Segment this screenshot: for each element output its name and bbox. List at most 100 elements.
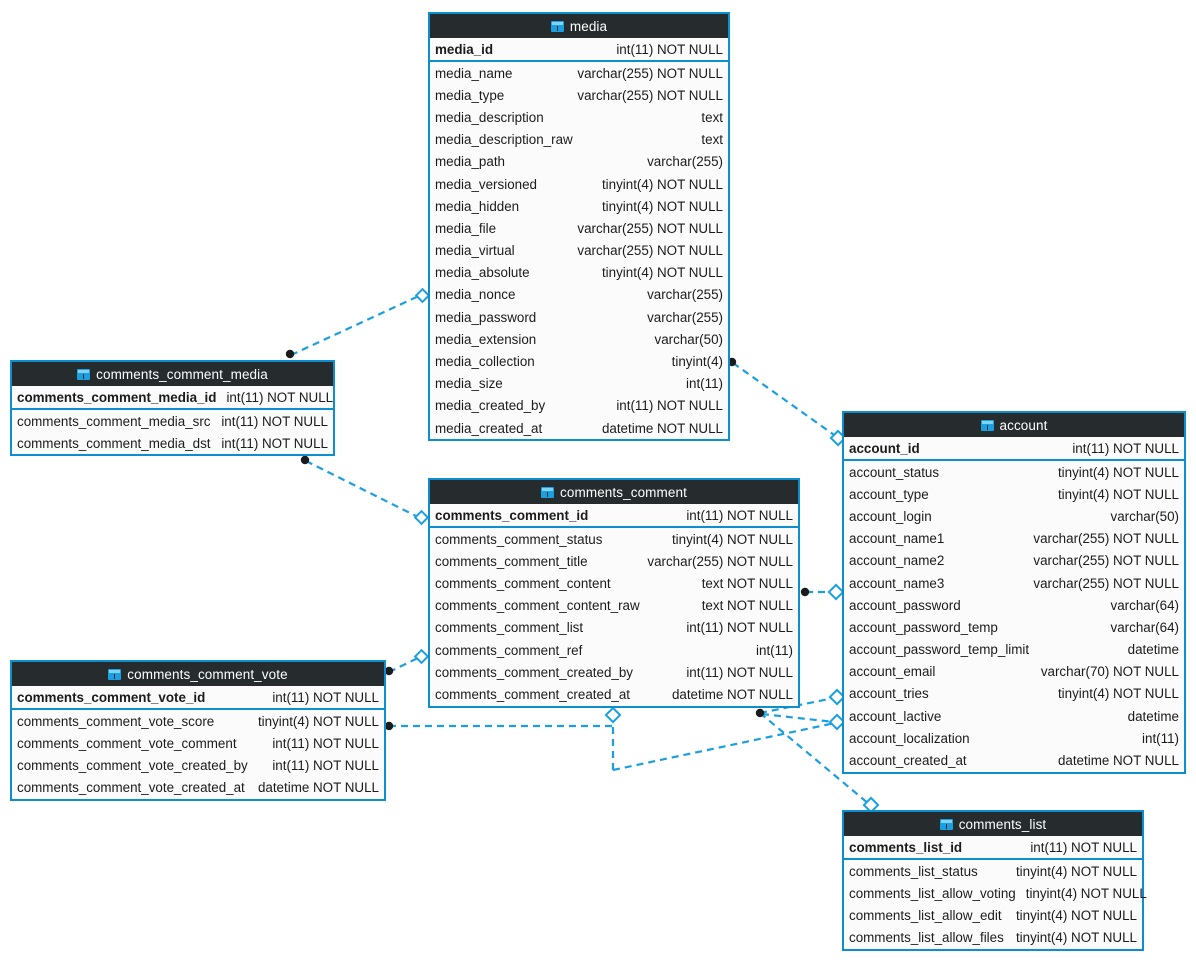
diamond-cc-bottom-route <box>604 706 622 724</box>
field-name: media_hidden <box>435 198 520 214</box>
field-name: media_description <box>435 109 544 125</box>
field-name: media_virtual <box>435 243 515 259</box>
field-type: varchar(255) NOT NULL <box>647 553 793 569</box>
field-type: varchar(255) NOT NULL <box>577 65 723 81</box>
field-name: media_path <box>435 154 505 170</box>
field-type: int(11) NOT NULL <box>616 41 723 57</box>
field-name: media_id <box>435 41 494 57</box>
table-fields: account_id int(11) NOT NULL account_stat… <box>844 437 1184 772</box>
field-name: account_status <box>849 464 940 480</box>
dot-ccmedia-bottom <box>300 455 310 465</box>
link-ccmedia-cc <box>305 460 421 519</box>
field-type: int(11) NOT NULL <box>1072 440 1179 456</box>
link-media-account <box>732 362 838 438</box>
table-row-pk: comments_comment_media_id int(11) NOT NU… <box>12 386 333 410</box>
field-name: comments_comment_ref <box>435 642 583 658</box>
table-row-pk: media_id int(11) NOT NULL <box>430 38 728 62</box>
field-name: comments_comment_vote_comment <box>17 735 237 751</box>
field-type: datetime NOT NULL <box>601 420 723 436</box>
field-name: comments_comment_title <box>435 553 588 569</box>
field-name: media_collection <box>435 354 535 370</box>
table-name: comments_comment <box>560 484 687 500</box>
field-type: text <box>701 132 723 148</box>
table-comments-comment[interactable]: comments_comment comments_comment_id int… <box>428 478 800 708</box>
field-type: varchar(255) NOT NULL <box>1033 531 1179 547</box>
field-name: account_localization <box>849 730 970 746</box>
table-account[interactable]: account account_id int(11) NOT NULL acco… <box>842 411 1186 774</box>
table-comments-comment-media[interactable]: comments_comment_media comments_comment_… <box>10 360 335 457</box>
field-name: account_created_at <box>849 753 967 769</box>
table-header: comments_comment_vote <box>12 662 384 686</box>
table-row: account_status tinyint(4) NOT NULL <box>844 461 1184 483</box>
table-comments-comment-vote[interactable]: comments_comment_vote comments_comment_v… <box>10 660 386 801</box>
field-type: int(11) NOT NULL <box>221 413 328 429</box>
field-type: int(11) <box>686 376 723 392</box>
diamond-cc-left-pk <box>413 509 430 526</box>
table-row-pk: comments_list_id int(11) NOT NULL <box>844 836 1142 860</box>
field-name: media_password <box>435 309 537 325</box>
table-row: media_name varchar(255) NOT NULL <box>430 62 728 84</box>
field-name: media_description_raw <box>435 132 573 148</box>
table-name: media <box>569 18 608 34</box>
table-icon <box>550 20 564 32</box>
field-type: datetime NOT NULL <box>1057 753 1179 769</box>
field-type: varchar(255) NOT NULL <box>577 243 723 259</box>
table-row: media_description_raw text <box>430 129 728 151</box>
field-type: datetime <box>1127 642 1179 658</box>
field-type: text NOT NULL <box>701 598 793 614</box>
field-type: int(11) NOT NULL <box>272 757 379 773</box>
field-name: comments_comment_vote_id <box>17 689 206 705</box>
field-name: account_password_temp <box>849 619 998 635</box>
field-name: media_extension <box>435 331 537 347</box>
table-name: comments_comment_media <box>96 366 268 382</box>
field-type: int(11) <box>1142 730 1179 746</box>
table-row: comments_list_status tinyint(4) NOT NULL <box>844 860 1142 882</box>
field-name: media_absolute <box>435 265 530 281</box>
field-type: tinyint(4) NOT NULL <box>1015 863 1137 879</box>
table-header: comments_list <box>844 812 1142 836</box>
table-media[interactable]: media media_id int(11) NOT NULL media_na… <box>428 12 730 442</box>
field-name: media_name <box>435 65 513 81</box>
table-fields: comments_comment_vote_id int(11) NOT NUL… <box>12 686 384 799</box>
field-name: media_created_at <box>435 420 543 436</box>
field-type: tinyint(4) NOT NULL <box>1057 464 1179 480</box>
table-row: account_created_at datetime NOT NULL <box>844 749 1184 771</box>
field-name: media_file <box>435 220 497 236</box>
field-name: comments_list_status <box>849 863 978 879</box>
table-row-pk: comments_comment_id int(11) NOT NULL <box>430 504 798 528</box>
field-name: comments_comment_status <box>435 531 603 547</box>
field-name: comments_comment_created_at <box>435 686 631 702</box>
table-row: comments_comment_title varchar(255) NOT N… <box>430 550 798 572</box>
table-icon <box>541 486 555 498</box>
table-row: media_created_at datetime NOT NULL <box>430 417 728 439</box>
field-name: comments_comment_content_raw <box>435 598 640 614</box>
field-name: media_type <box>435 87 505 103</box>
field-type: tinyint(4) NOT NULL <box>1057 486 1179 502</box>
table-row: account_localization int(11) <box>844 727 1184 749</box>
field-type: int(11) NOT NULL <box>226 389 334 405</box>
field-type: int(11) NOT NULL <box>272 735 379 751</box>
field-type: text <box>701 109 723 125</box>
field-name: comments_comment_list <box>435 620 584 636</box>
table-comments-list[interactable]: comments_list comments_list_id int(11) N… <box>842 810 1147 951</box>
link-cc-account-tries <box>761 712 835 724</box>
table-header: account <box>844 413 1184 437</box>
